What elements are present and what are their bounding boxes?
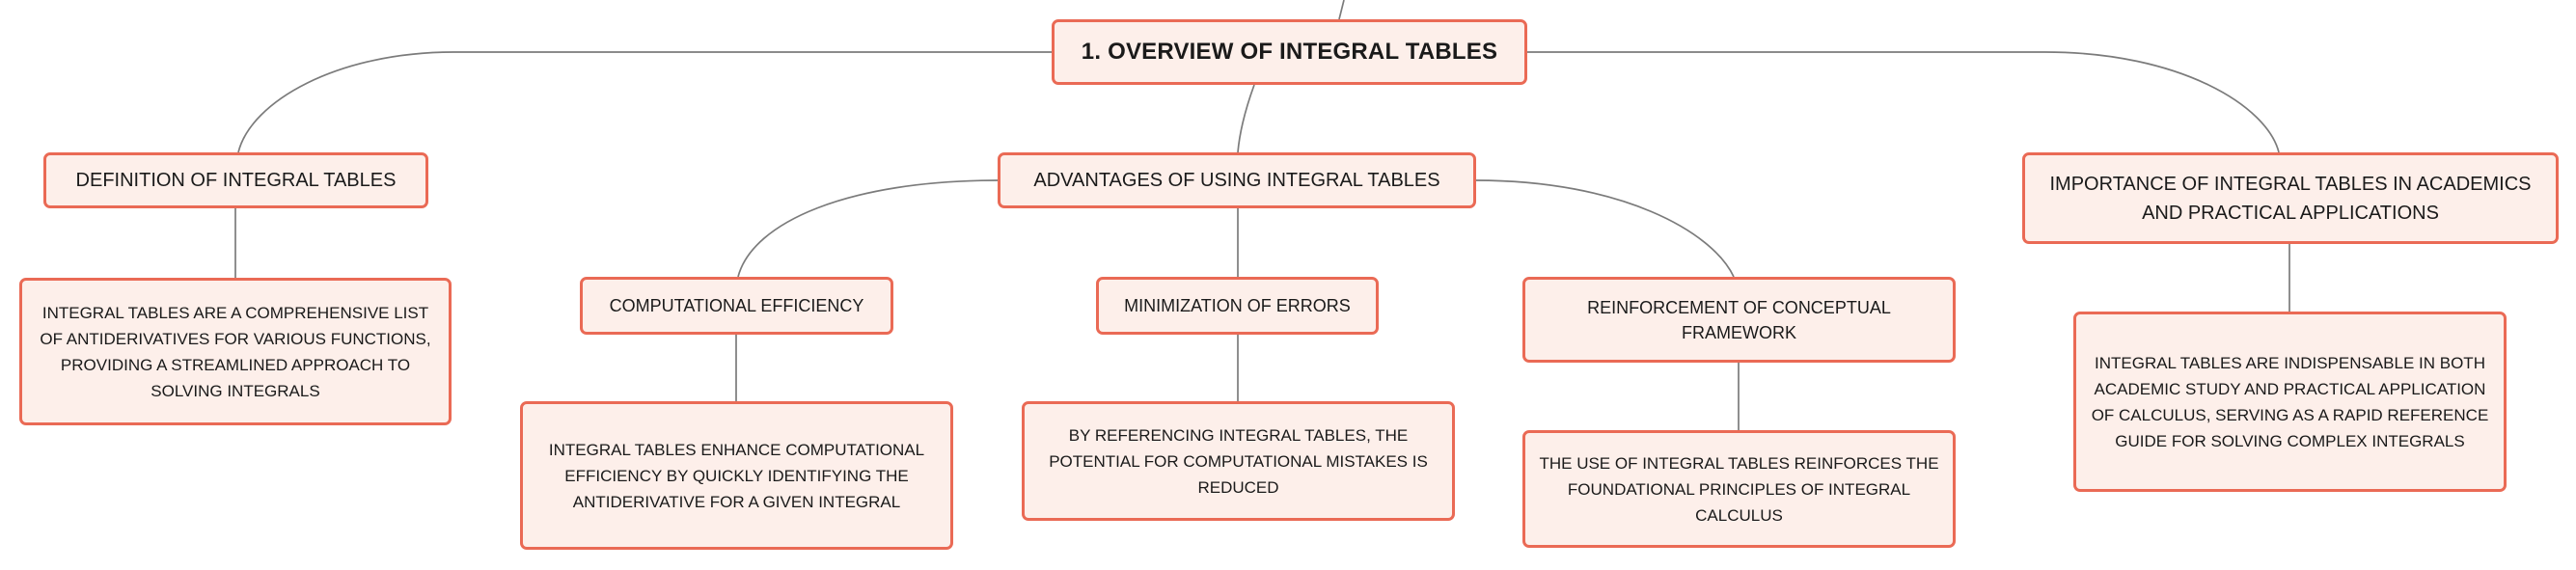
minimization-of-errors-detail-text: BY REFERENCING INTEGRAL TABLES, THE POTE… bbox=[1049, 425, 1428, 497]
computational-efficiency-node[interactable]: COMPUTATIONAL EFFICIENCY bbox=[580, 277, 893, 335]
advantages-node[interactable]: ADVANTAGES OF USING INTEGRAL TABLES bbox=[998, 152, 1476, 208]
importance-detail-text: INTEGRAL TABLES ARE INDISPENSABLE IN BOT… bbox=[2091, 353, 2489, 450]
connector-root-advantages bbox=[1237, 84, 1255, 153]
advantages-node-label: ADVANTAGES OF USING INTEGRAL TABLES bbox=[1033, 170, 1440, 191]
computational-efficiency-label: COMPUTATIONAL EFFICIENCY bbox=[609, 296, 864, 315]
minimization-of-errors-detail-node[interactable]: BY REFERENCING INTEGRAL TABLES, THE POTE… bbox=[1022, 401, 1455, 521]
reinforcement-node[interactable]: REINFORCEMENT OF CONCEPTUAL FRAMEWORK bbox=[1522, 277, 1956, 363]
reinforcement-detail-node[interactable]: THE USE OF INTEGRAL TABLES REINFORCES TH… bbox=[1522, 430, 1956, 548]
connector-advantages-efficiency bbox=[737, 179, 999, 278]
importance-detail-node[interactable]: INTEGRAL TABLES ARE INDISPENSABLE IN BOT… bbox=[2073, 312, 2507, 492]
definition-detail-node[interactable]: INTEGRAL TABLES ARE A COMPREHENSIVE LIST… bbox=[19, 278, 452, 425]
connector-advantages-reinforcement bbox=[1475, 179, 1735, 278]
root-node[interactable]: 1. OVERVIEW OF INTEGRAL TABLES bbox=[1052, 19, 1527, 85]
definition-detail-text: INTEGRAL TABLES ARE A COMPREHENSIVE LIST… bbox=[40, 303, 431, 400]
importance-node-label: IMPORTANCE OF INTEGRAL TABLES IN ACADEMI… bbox=[2049, 173, 2532, 224]
connector-root-incoming bbox=[1338, 0, 1345, 20]
reinforcement-detail-text: THE USE OF INTEGRAL TABLES REINFORCES TH… bbox=[1539, 453, 1939, 525]
definition-node-label: DEFINITION OF INTEGRAL TABLES bbox=[75, 170, 397, 191]
connector-root-definition bbox=[237, 51, 1052, 153]
importance-node[interactable]: IMPORTANCE OF INTEGRAL TABLES IN ACADEMI… bbox=[2022, 152, 2559, 244]
computational-efficiency-detail-node[interactable]: INTEGRAL TABLES ENHANCE COMPUTATIONAL EF… bbox=[520, 401, 953, 550]
minimization-of-errors-label: MINIMIZATION OF ERRORS bbox=[1124, 296, 1351, 315]
minimization-of-errors-node[interactable]: MINIMIZATION OF ERRORS bbox=[1096, 277, 1379, 335]
definition-node[interactable]: DEFINITION OF INTEGRAL TABLES bbox=[43, 152, 428, 208]
computational-efficiency-detail-text: INTEGRAL TABLES ENHANCE COMPUTATIONAL EF… bbox=[548, 440, 925, 511]
connector-root-importance bbox=[1527, 51, 2280, 153]
reinforcement-label: REINFORCEMENT OF CONCEPTUAL FRAMEWORK bbox=[1587, 297, 1891, 342]
root-node-label: 1. OVERVIEW OF INTEGRAL TABLES bbox=[1081, 39, 1498, 65]
